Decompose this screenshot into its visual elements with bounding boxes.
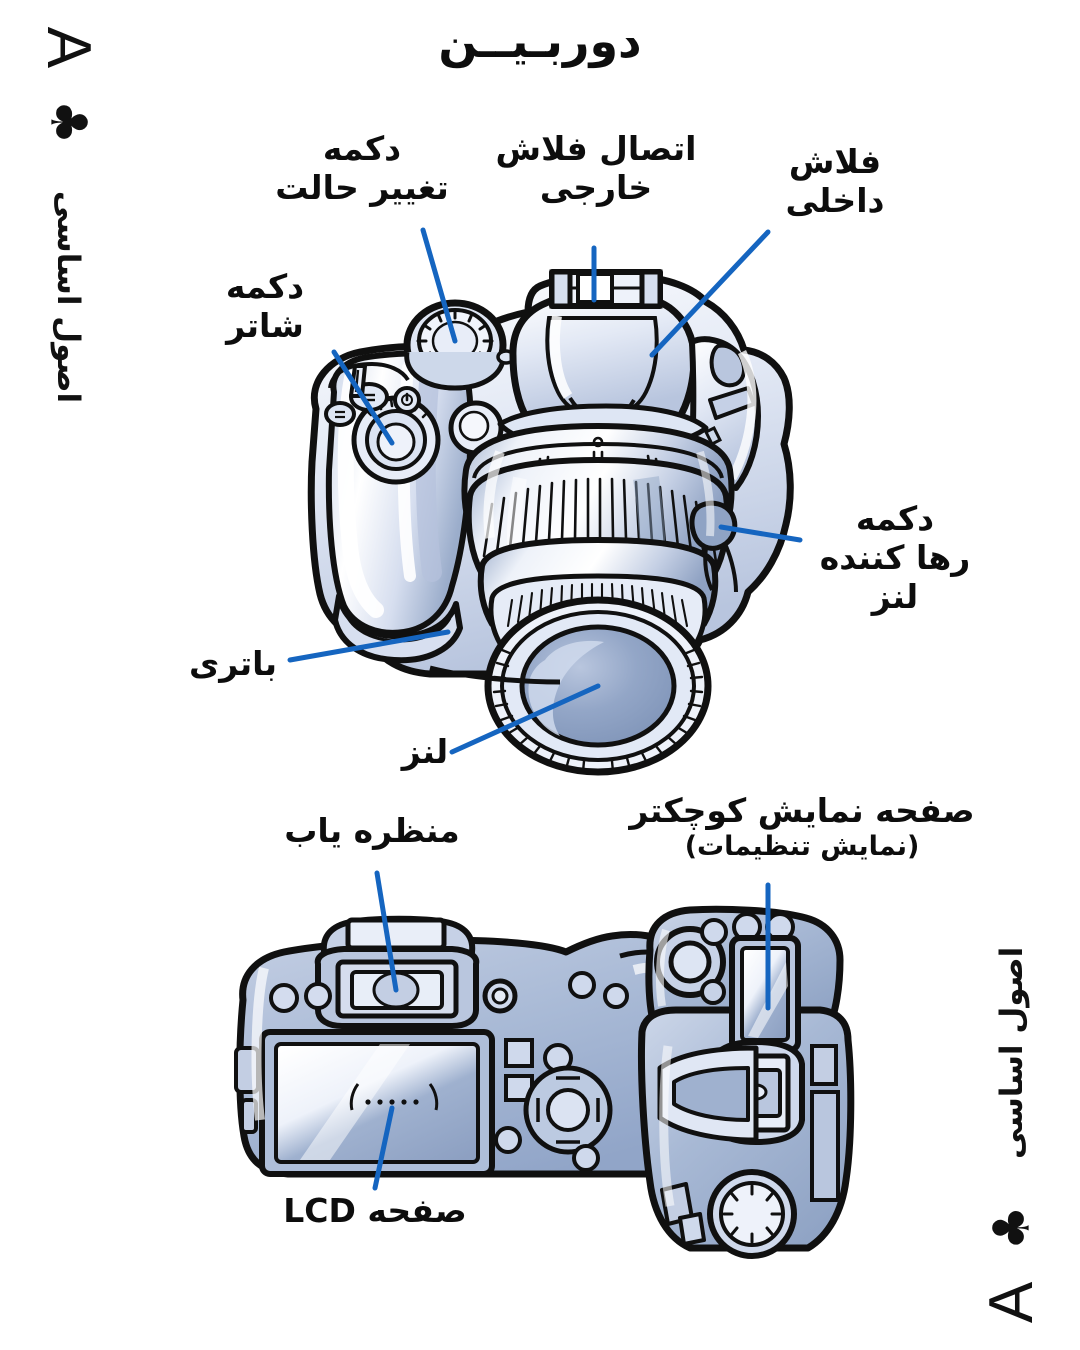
label-mode-dial: دکمه تغییر حالت [275,129,449,207]
corner-category-label: اصول اساسی [50,190,86,404]
label-external-flash-mount: اتصال فلاش خارجی [495,129,697,207]
clubs-suit-icon: ♣ [39,99,98,145]
label-shutter-button: دکمه شاتر [225,267,305,345]
card-rank-mirrored: A [976,1281,1046,1324]
corner-index-bottom-right: A ♣ اصول اساسی [952,947,1072,1332]
label-lens-release-button: دکمه رها کننده لنز [819,499,971,616]
camera-top-view [637,905,855,1259]
leader-mode-dial [420,227,458,344]
page-title: دوربـیــن [438,14,642,68]
leader-shutter-button [331,349,395,446]
label-lcd-screen: صفحه LCD [283,1191,467,1230]
leader-lens [449,683,601,755]
clubs-suit-icon-mirrored: ♣ [982,1205,1041,1251]
label-internal-flash: فلاش داخلی [785,142,885,220]
leader-battery [287,629,451,663]
label-battery: باتری [189,644,277,683]
label-settings-display-line2: (نمایش تنظیمات) [684,830,920,862]
label-settings-display-line1: صفحه نمایش کوچکتر [629,791,975,830]
camera-front-view [307,269,794,776]
leader-viewfinder [374,870,399,993]
camera-rear-view [234,915,755,1178]
label-settings-display: صفحه نمایش کوچکتر (نمایش تنظیمات) [592,791,1012,863]
leader-lcd-screen [372,1105,395,1191]
leader-internal-flash [649,229,771,358]
corner-category-label-mirrored: اصول اساسی [994,946,1030,1160]
leader-lines [287,227,803,1191]
label-lens: لنز [401,732,449,771]
leader-lens-release [718,524,803,543]
label-viewfinder: منظره یاب [284,811,460,850]
